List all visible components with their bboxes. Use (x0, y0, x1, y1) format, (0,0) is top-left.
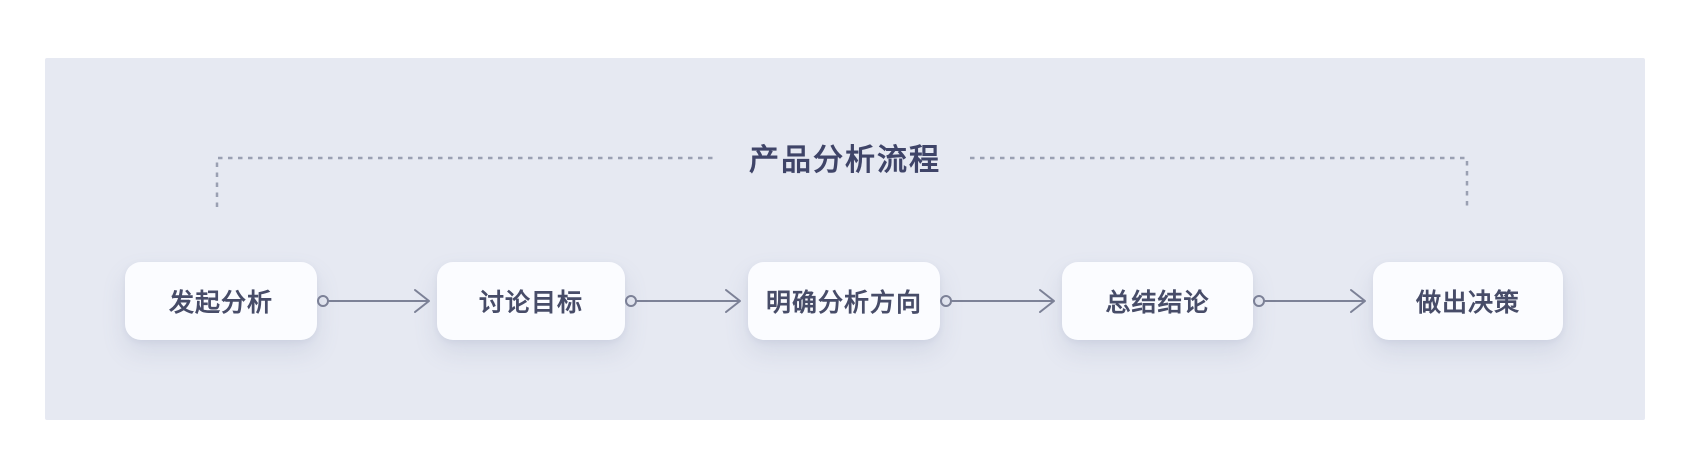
flow-node-label: 发起分析 (168, 289, 273, 317)
flow-title: 产品分析流程 (749, 144, 941, 177)
flow-panel (45, 58, 1645, 420)
flow-node-discuss-goals: 讨论目标 (437, 262, 625, 340)
flow-node-label: 做出决策 (1415, 289, 1520, 317)
flow-node-initiate-analysis: 发起分析 (125, 262, 317, 340)
flow-node-clarify-direction: 明确分析方向 (748, 262, 940, 340)
flow-node-label: 讨论目标 (478, 289, 583, 317)
flow-node-make-decision: 做出决策 (1373, 262, 1563, 340)
flow-node-label: 明确分析方向 (765, 289, 922, 317)
flow-node-label: 总结结论 (1105, 289, 1210, 317)
flow-node-summarize-conclusions: 总结结论 (1062, 262, 1253, 340)
